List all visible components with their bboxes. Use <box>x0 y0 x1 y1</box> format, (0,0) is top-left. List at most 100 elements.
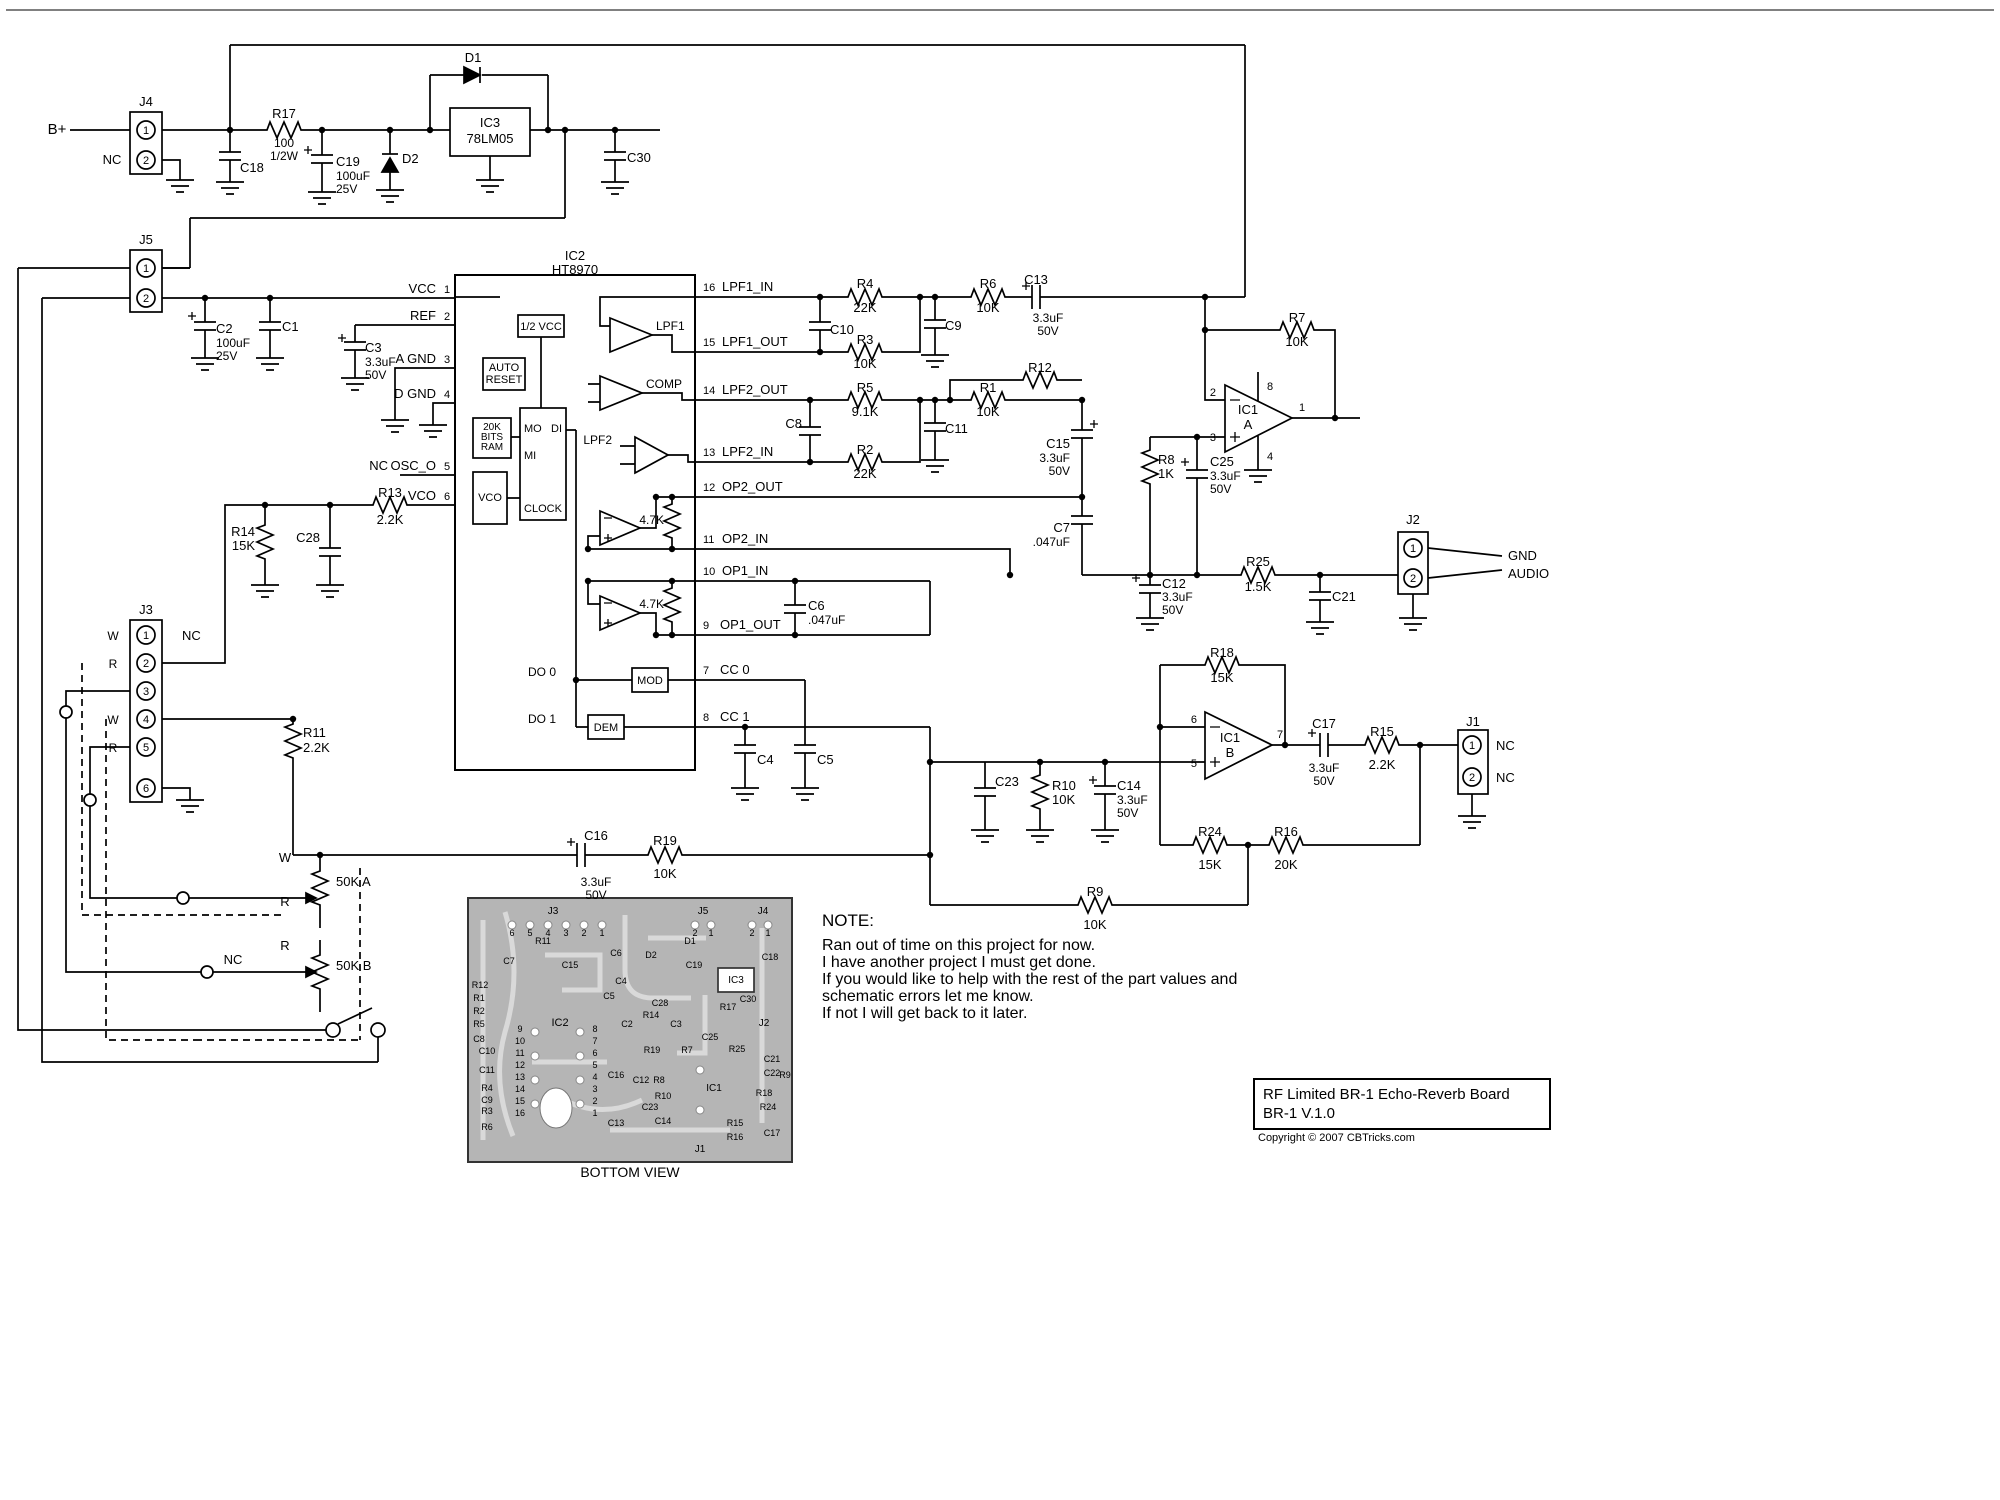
capacitor-c18 <box>218 151 242 161</box>
label-4: 4 <box>1267 451 1273 463</box>
label-50v: 50V <box>365 368 386 382</box>
label-lpf1-out: LPF1_OUT <box>722 334 788 349</box>
label-4: 4 <box>143 714 149 726</box>
capacitor-c1 <box>258 321 282 331</box>
label-c18: C18 <box>762 952 779 962</box>
label-6: 6 <box>444 491 450 503</box>
label-b: B <box>1226 745 1235 760</box>
wires-audio-out <box>1082 547 1503 622</box>
label-c21: C21 <box>764 1054 781 1064</box>
label-4: 4 <box>545 928 550 938</box>
label-50v: 50V <box>1162 603 1183 617</box>
label-r13: R13 <box>378 485 402 500</box>
label-c17: C17 <box>764 1128 781 1138</box>
wires-lpf2-network <box>695 379 1083 636</box>
label-8: 8 <box>592 1024 597 1034</box>
label-nc: NC <box>182 628 201 643</box>
label-lpf2-in: LPF2_IN <box>722 444 773 459</box>
label-vcc: VCC <box>409 281 436 296</box>
label-audio: AUDIO <box>1508 566 1549 581</box>
label-do-0: DO 0 <box>528 665 556 679</box>
label-auto: AUTO <box>489 362 520 374</box>
label-12: 12 <box>703 482 715 494</box>
label-ic1: IC1 <box>1220 730 1240 745</box>
label-c18: C18 <box>240 160 264 175</box>
wires-dashed-cables <box>81 663 361 1041</box>
label-3-3uf: 3.3uF <box>1039 451 1070 465</box>
label-r15: R15 <box>727 1118 744 1128</box>
wires-power-top <box>70 44 1246 297</box>
label-c11: C11 <box>945 421 968 436</box>
label-nc: NC <box>1496 738 1515 753</box>
ic3-regulator-box <box>449 107 531 157</box>
capacitor-c4 <box>733 744 757 754</box>
label-c5: C5 <box>817 752 834 767</box>
label-r12: R12 <box>1028 360 1052 375</box>
label-6: 6 <box>143 783 149 795</box>
note-line: Ran out of time on this project for now. <box>822 937 1096 954</box>
d1-diode <box>463 65 482 85</box>
label-2: 2 <box>444 311 450 323</box>
label-lpf2: LPF2 <box>583 433 612 447</box>
label-lpf2-out: LPF2_OUT <box>722 382 788 397</box>
copyright-text: Copyright © 2007 CBTricks.com <box>1258 1132 1415 1144</box>
label-r18: R18 <box>756 1088 773 1098</box>
wires-lpf1-network <box>695 296 1360 618</box>
label-d-gnd: D GND <box>394 386 436 401</box>
ic1b-opamp <box>1204 710 1274 781</box>
label-50k-b: 50K B <box>336 958 371 973</box>
label-r16: R16 <box>727 1132 744 1142</box>
cable-bead-icons <box>59 705 214 979</box>
label-1-2-vcc: 1/2 VCC <box>520 321 562 333</box>
label-2: 2 <box>1469 772 1475 784</box>
label-r3: R3 <box>481 1106 493 1116</box>
label-3: 3 <box>563 928 568 938</box>
pot-wiper-arrows <box>305 891 318 979</box>
label-r19: R19 <box>653 833 677 848</box>
label-100uf: 100uF <box>216 336 250 350</box>
label-r5: R5 <box>857 380 874 395</box>
label-c15: C15 <box>1046 436 1070 451</box>
label-r2: R2 <box>473 1006 485 1016</box>
label-r11: R11 <box>303 725 326 740</box>
label-r25: R25 <box>1246 554 1270 569</box>
label-op1-in: OP1_IN <box>722 563 768 578</box>
label-2: 2 <box>581 928 586 938</box>
label-r7: R7 <box>1289 310 1306 325</box>
label-b-: B+ <box>48 121 67 138</box>
label-a: A <box>1244 417 1253 432</box>
resistor-r19 <box>642 846 688 864</box>
capacitor-c2 <box>193 321 217 331</box>
label-1: 1 <box>143 630 149 642</box>
capacitor-c16 <box>576 842 586 868</box>
label-c14: C14 <box>655 1116 672 1126</box>
label-5: 5 <box>444 461 450 473</box>
capacitor-c12 <box>1138 584 1162 594</box>
polarity-marks <box>187 145 1317 847</box>
label--047uf: .047uF <box>1033 535 1070 549</box>
label-4-7k: 4.7K <box>639 513 664 527</box>
note-block: NOTE: Ran out of time on this project fo… <box>822 912 1282 1022</box>
label-9: 9 <box>517 1024 522 1034</box>
label-c30: C30 <box>740 994 757 1004</box>
label-ic3: IC3 <box>728 975 744 986</box>
label-c13: C13 <box>1024 272 1048 287</box>
label-reset: RESET <box>486 374 523 386</box>
label-c6: C6 <box>808 598 825 613</box>
label-r10: R10 <box>655 1091 672 1101</box>
label-2: 2 <box>143 658 149 670</box>
label-20k: 20K <box>1274 857 1297 872</box>
label-mi: MI <box>524 450 536 462</box>
label-8: 8 <box>703 712 709 724</box>
label-1k: 1K <box>1158 466 1174 481</box>
label-r: R <box>109 657 118 671</box>
label-mod: MOD <box>637 675 663 687</box>
wires-cc-lines <box>695 679 1249 906</box>
label-nc: NC <box>224 952 243 967</box>
d2-diode <box>380 153 400 173</box>
capacitor-c25 <box>1185 469 1209 479</box>
label-gnd: GND <box>1508 548 1537 563</box>
label-r4: R4 <box>481 1083 493 1093</box>
label-2-2k: 2.2K <box>1369 757 1396 772</box>
wires-j5-vcc <box>162 267 455 664</box>
